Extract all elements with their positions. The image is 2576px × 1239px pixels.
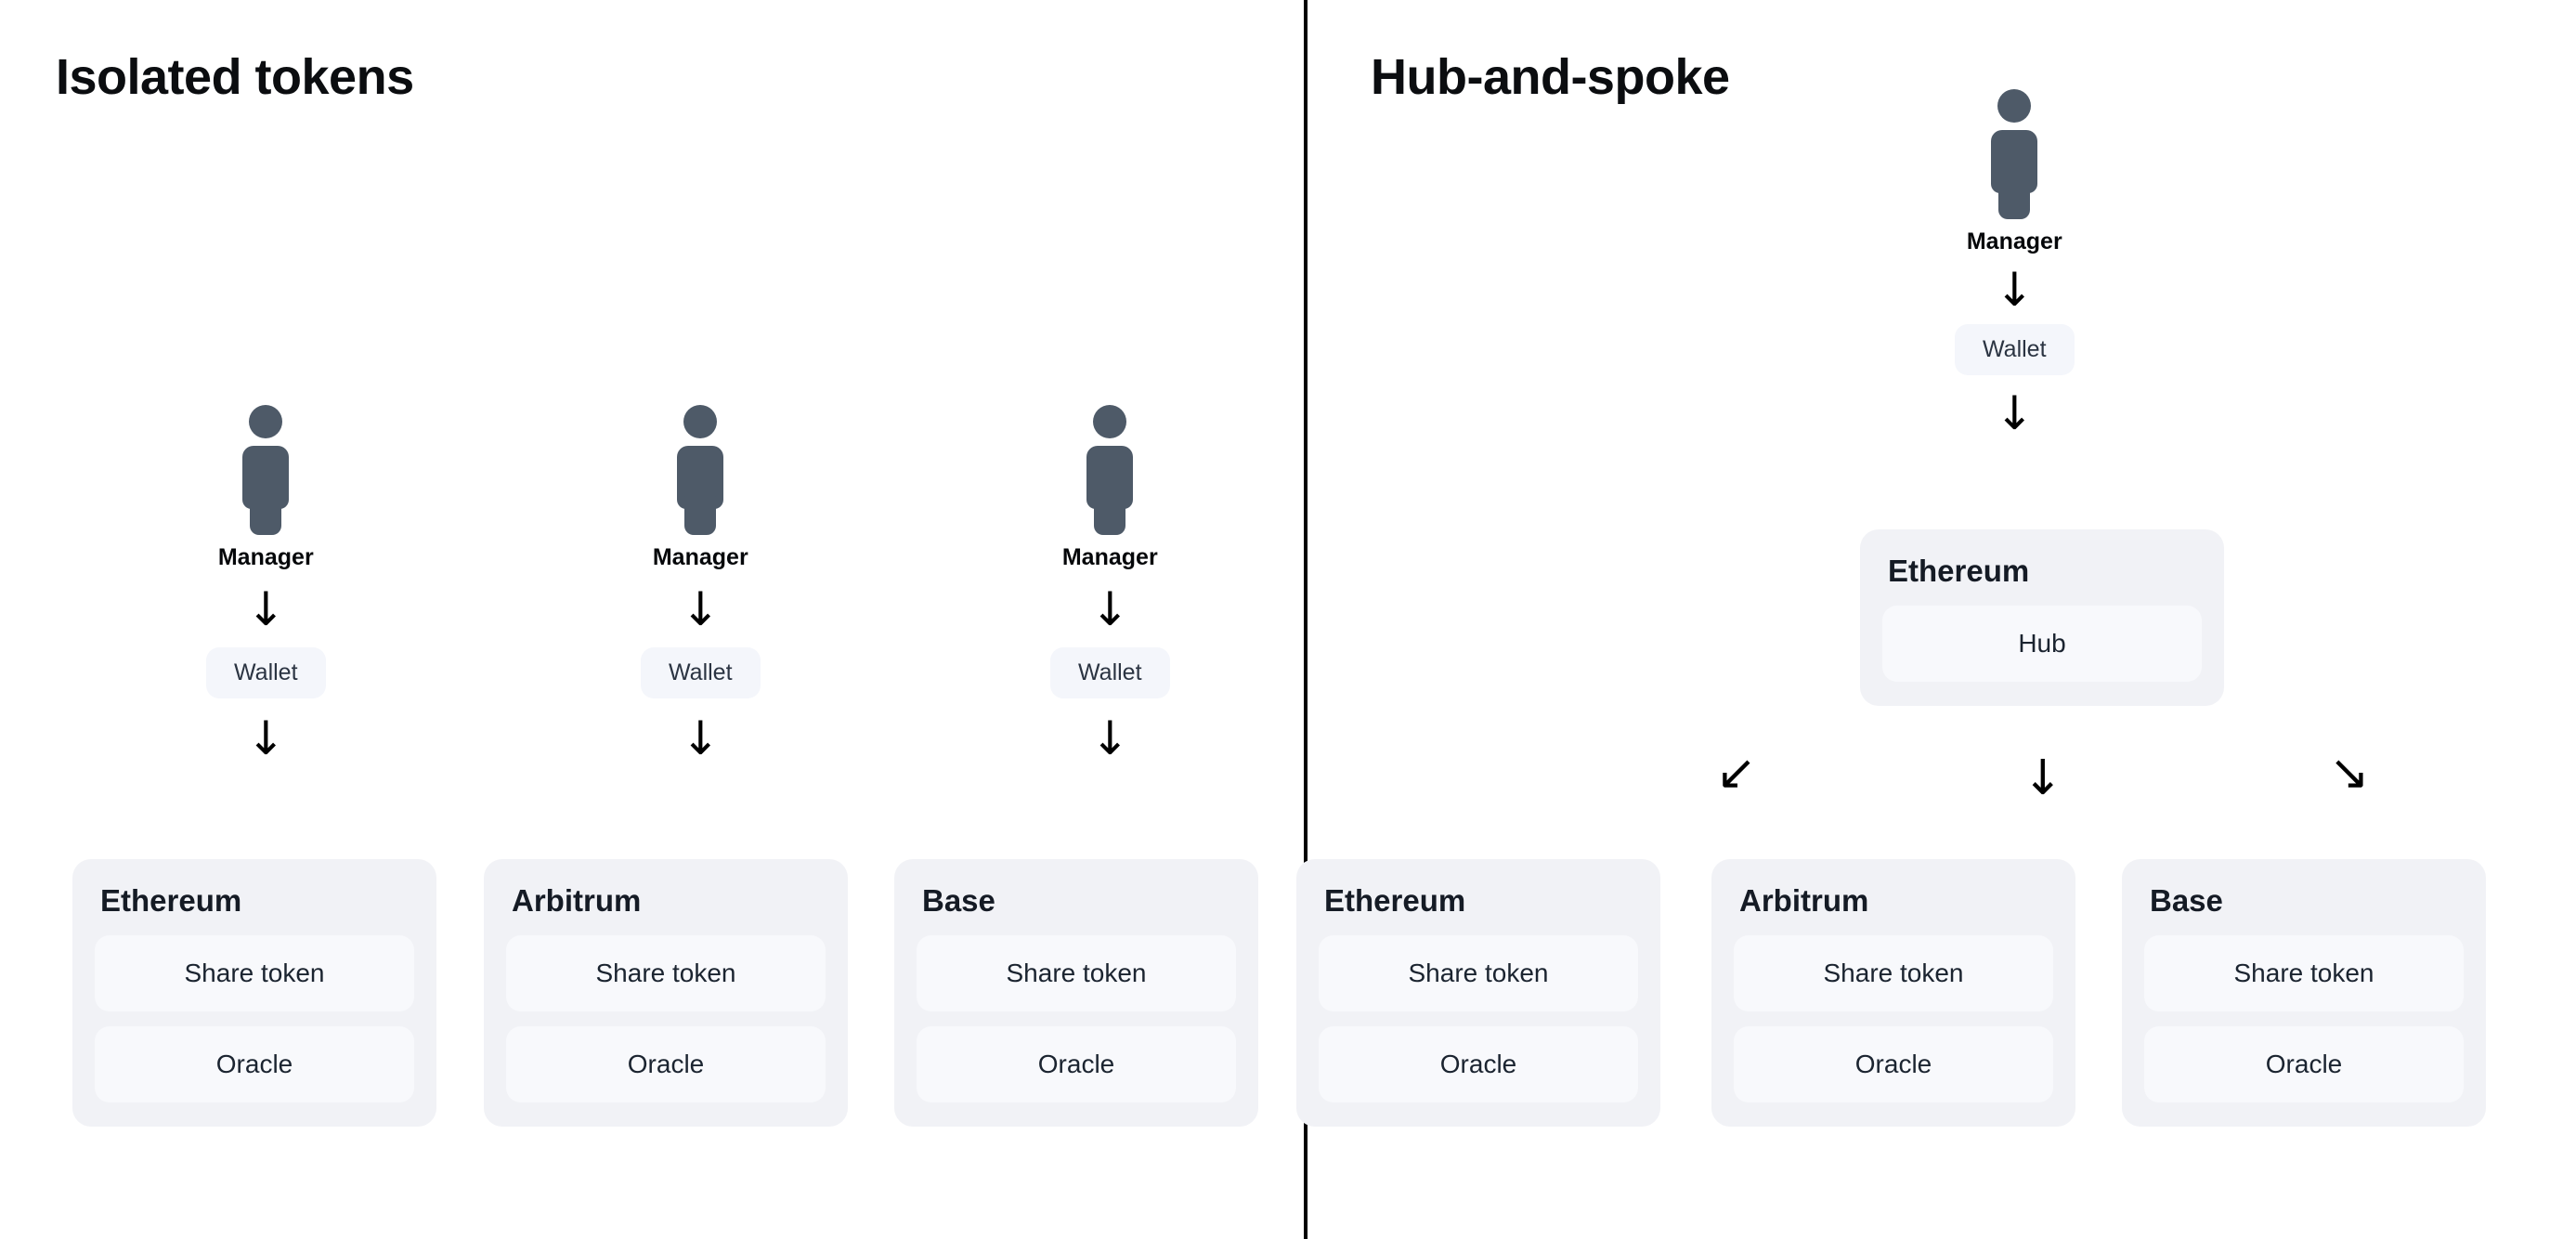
person-head-icon xyxy=(1093,405,1127,438)
arrow-down-left-icon: ↙ xyxy=(1716,745,1757,801)
manager-label: Manager xyxy=(1061,544,1158,570)
arrow-down-icon: ↓ xyxy=(1995,386,2035,440)
person-head-icon xyxy=(683,405,718,438)
chain-item-oracle[interactable]: Oracle xyxy=(1319,1026,1638,1102)
person-head-icon xyxy=(1997,89,2032,123)
person-legs-icon xyxy=(684,494,717,535)
panel-title-hub-and-spoke: Hub-and-spoke xyxy=(1371,49,1730,105)
manager-label: Manager xyxy=(1966,228,2062,254)
chain-item-share-token[interactable]: Share token xyxy=(95,935,414,1011)
wallet-pill[interactable]: Wallet xyxy=(206,647,326,698)
chain-card-base[interactable]: Base Share token Oracle xyxy=(894,859,1258,1127)
person-legs-icon xyxy=(250,494,282,535)
spoke-card-ethereum[interactable]: Ethereum Share token Oracle xyxy=(1296,859,1660,1127)
wallet-pill[interactable]: Wallet xyxy=(641,647,761,698)
hub-manager-column: Manager ↓ Wallet ↓ xyxy=(1955,89,2075,437)
chain-item-share-token[interactable]: Share token xyxy=(1319,935,1638,1011)
chain-title: Base xyxy=(922,883,995,918)
hub-card-ethereum[interactable]: Ethereum Hub xyxy=(1860,529,2224,706)
arrow-down-icon: ↓ xyxy=(681,711,721,765)
arrow-down-right-icon: ↘ xyxy=(2329,745,2370,801)
chain-item-share-token[interactable]: Share token xyxy=(917,935,1236,1011)
wallet-pill[interactable]: Wallet xyxy=(1955,324,2075,375)
person-icon xyxy=(1987,89,2041,219)
column-arbitrum: Manager ↓ Wallet ↓ xyxy=(641,405,761,762)
chain-item-oracle[interactable]: Oracle xyxy=(506,1026,826,1102)
person-icon xyxy=(673,405,727,535)
chain-title: Ethereum xyxy=(1324,883,1466,918)
chain-card-arbitrum[interactable]: Arbitrum Share token Oracle xyxy=(484,859,848,1127)
column-ethereum: Manager ↓ Wallet ↓ xyxy=(206,405,326,762)
arrow-down-icon: ↓ xyxy=(1995,263,2035,317)
hub-item-hub[interactable]: Hub xyxy=(1882,606,2202,682)
arrow-down-icon: ↓ xyxy=(246,711,286,765)
chain-item-share-token[interactable]: Share token xyxy=(2144,935,2464,1011)
chain-title: Arbitrum xyxy=(1739,883,1869,918)
spoke-card-arbitrum[interactable]: Arbitrum Share token Oracle xyxy=(1711,859,2075,1127)
chain-title: Arbitrum xyxy=(512,883,642,918)
panel-hub-and-spoke: Hub-and-spoke Manager ↓ Wallet ↓ Ethereu… xyxy=(1296,0,2576,1239)
person-legs-icon xyxy=(1094,494,1126,535)
manager-label: Manager xyxy=(652,544,748,570)
column-base: Manager ↓ Wallet ↓ xyxy=(1050,405,1170,762)
chain-card-ethereum[interactable]: Ethereum Share token Oracle xyxy=(72,859,436,1127)
person-icon xyxy=(239,405,293,535)
panel-divider xyxy=(1304,0,1308,1239)
panel-isolated-tokens: Isolated tokens Manager ↓ Wallet ↓ Ether… xyxy=(56,49,1258,1127)
arrow-down-icon: ↓ xyxy=(246,582,286,636)
chain-title: Base xyxy=(2150,883,2223,918)
arrow-down-icon: ↓ xyxy=(2023,750,2063,806)
chain-item-oracle[interactable]: Oracle xyxy=(917,1026,1236,1102)
arrow-down-icon: ↓ xyxy=(1090,582,1130,636)
chain-item-share-token[interactable]: Share token xyxy=(506,935,826,1011)
chain-item-oracle[interactable]: Oracle xyxy=(1734,1026,2053,1102)
chain-title: Ethereum xyxy=(100,883,242,918)
chain-item-oracle[interactable]: Oracle xyxy=(95,1026,414,1102)
person-head-icon xyxy=(249,405,283,438)
chain-item-oracle[interactable]: Oracle xyxy=(2144,1026,2464,1102)
manager-label: Manager xyxy=(217,544,314,570)
wallet-pill[interactable]: Wallet xyxy=(1050,647,1170,698)
arrow-down-icon: ↓ xyxy=(1090,711,1130,765)
person-legs-icon xyxy=(1998,178,2031,219)
arrow-down-icon: ↓ xyxy=(681,582,721,636)
panel-title-isolated-tokens: Isolated tokens xyxy=(56,49,414,105)
spoke-card-base[interactable]: Base Share token Oracle xyxy=(2122,859,2486,1127)
hub-chain-title: Ethereum xyxy=(1888,554,2030,588)
person-icon xyxy=(1083,405,1137,535)
chain-item-share-token[interactable]: Share token xyxy=(1734,935,2053,1011)
